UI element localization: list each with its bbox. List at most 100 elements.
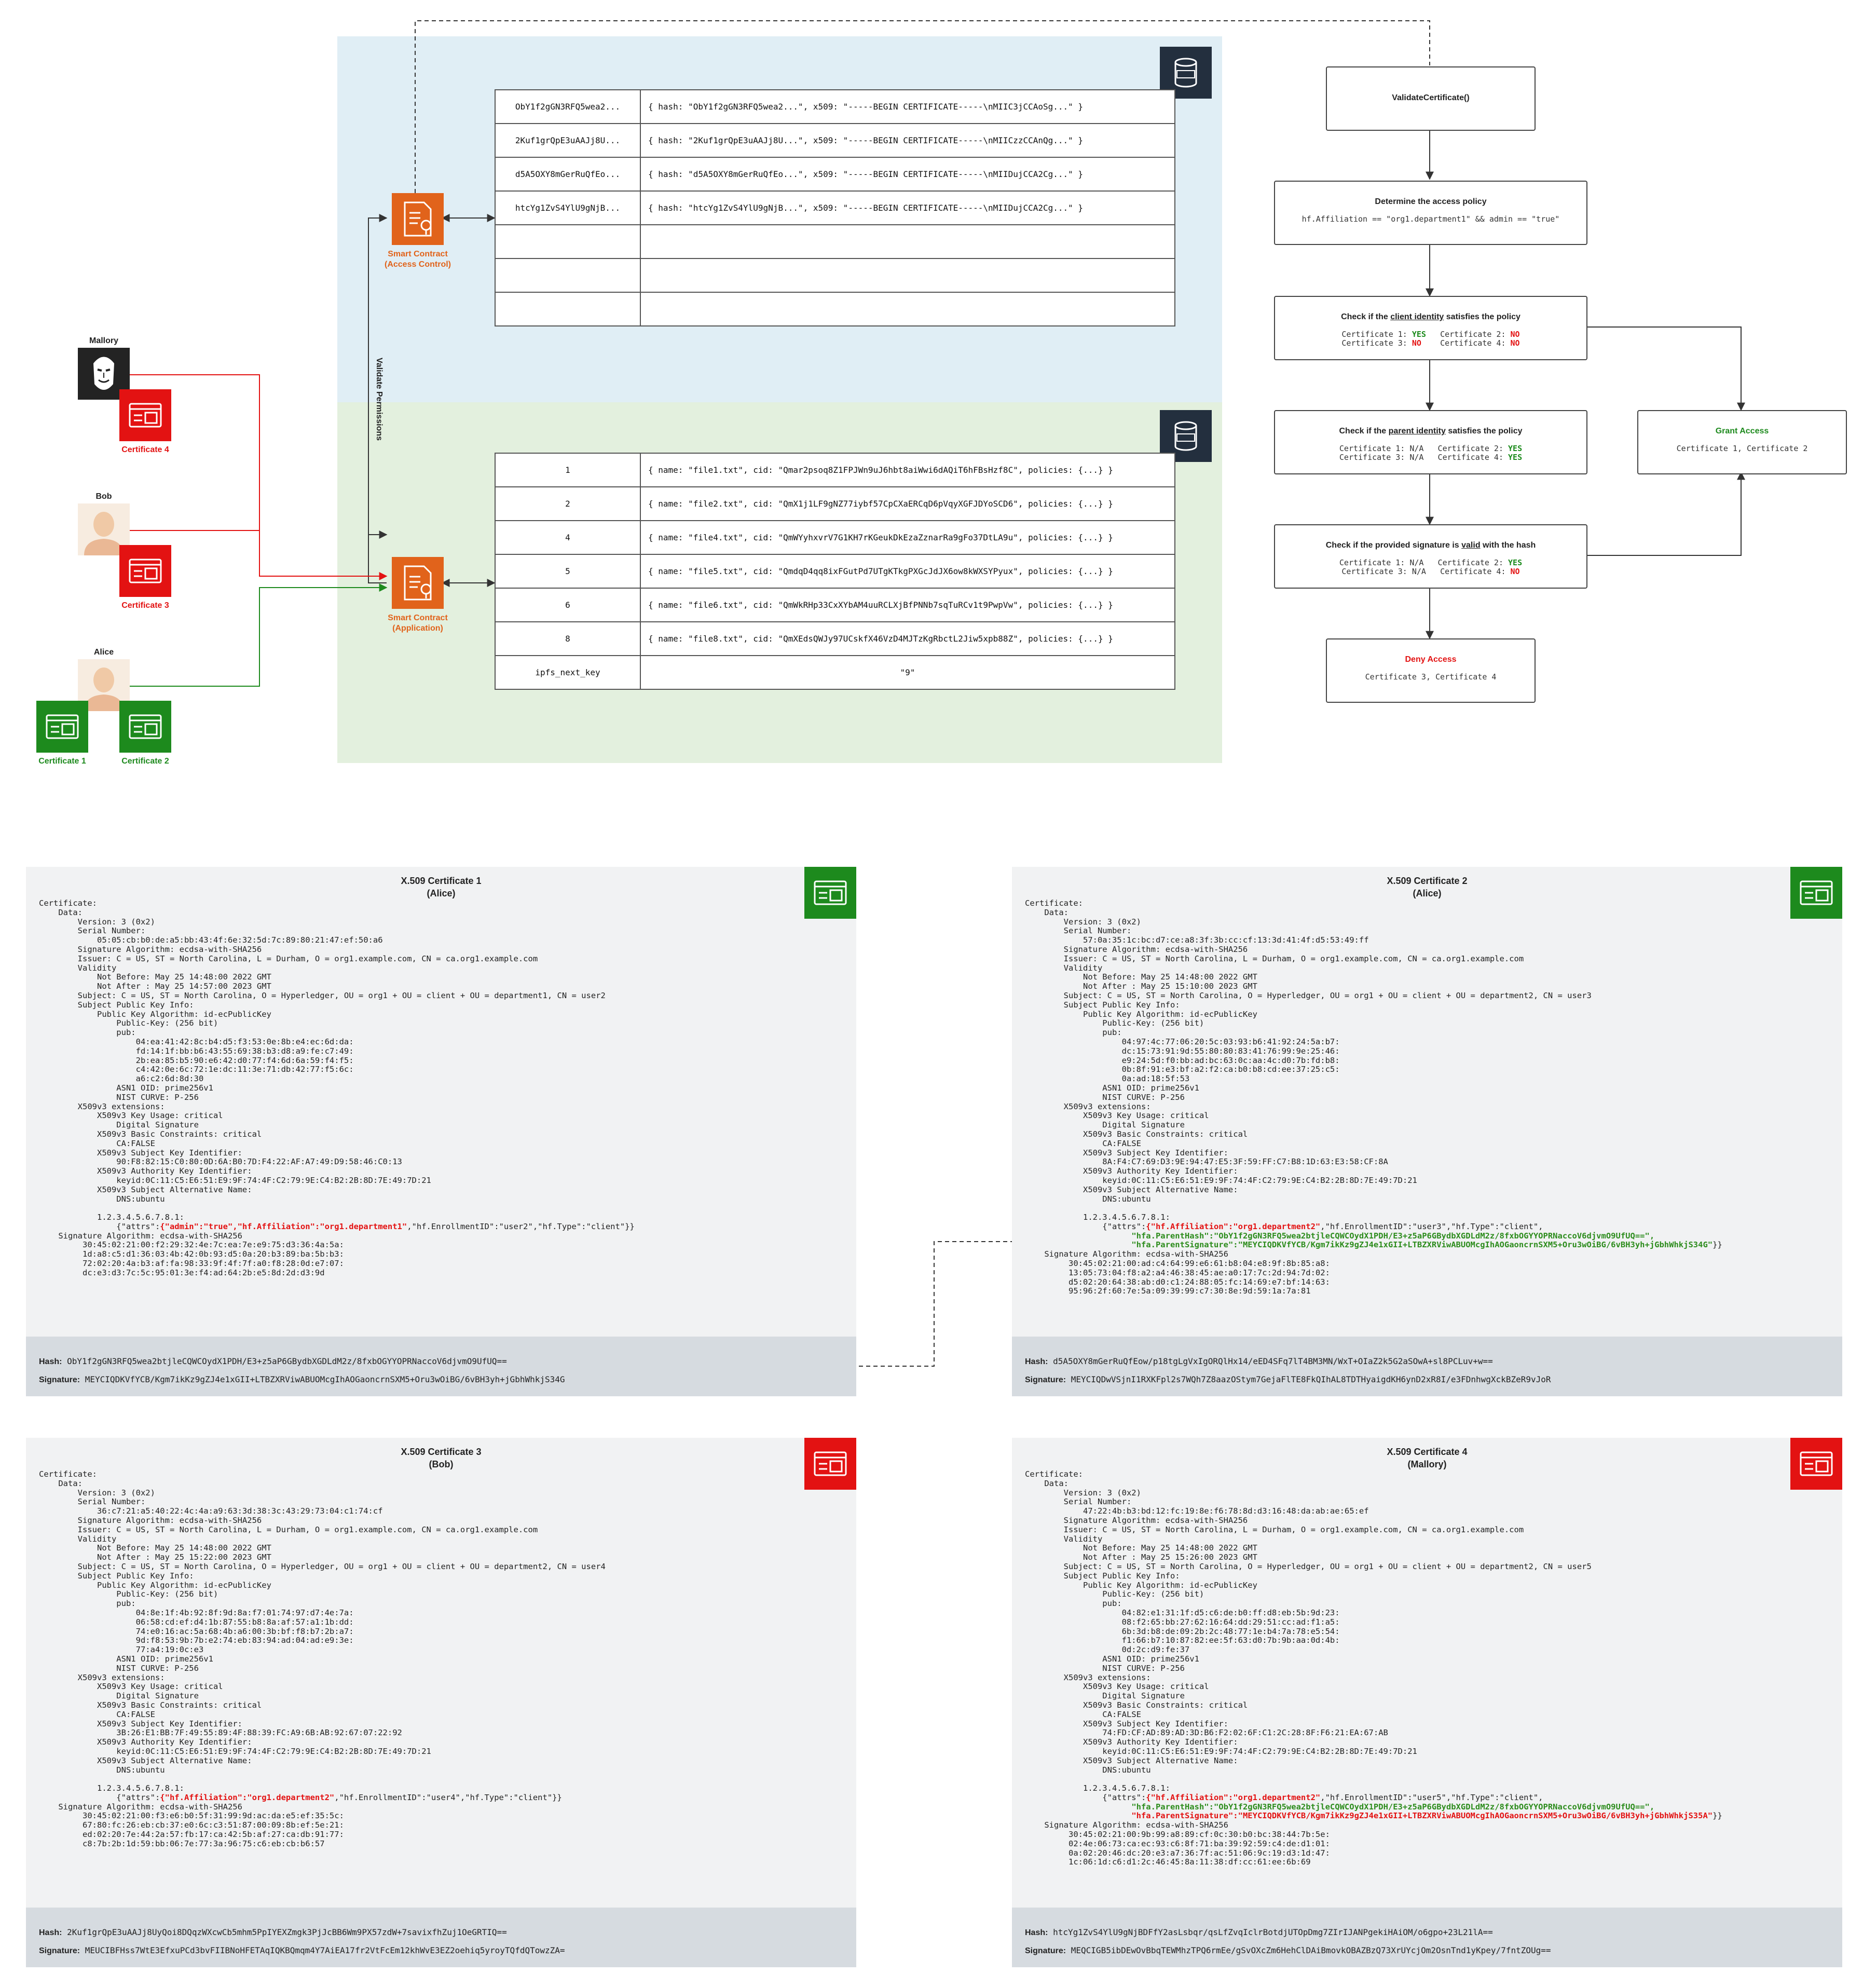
node-title: Deny Access — [1405, 655, 1457, 664]
attrs-prefix: {"attrs": — [1025, 1221, 1146, 1231]
table-row: 2{ name: "file2.txt", cid: "QmX1j1LF9gNZ… — [495, 486, 1175, 521]
signature-block: Signature Algorithm: ecdsa-with-SHA256 3… — [58, 1802, 344, 1848]
row-key — [495, 292, 641, 326]
attrs-highlight: {"hf.Affiliation":"org1.department2" — [1146, 1792, 1321, 1802]
row-key — [495, 258, 641, 293]
hash-row: Hash: d5A5OXY8mGerRuQfEow/p18tgLgVxIgORQ… — [1025, 1356, 1493, 1367]
table-row: 1{ name: "file1.txt", cid: "Qmar2psoq8Z1… — [495, 453, 1175, 487]
validate-permissions-edge — [368, 214, 388, 583]
file-world-state-table: 1{ name: "file1.txt", cid: "Qmar2psoq8Z1… — [495, 453, 1175, 690]
hash-value: ObY1f2gGN3RFQ5wea2btjleCQWCOydX1PDH/E3+z… — [67, 1356, 507, 1366]
certificate-fields: Certificate: Data: Version: 3 (0x2) Seri… — [39, 1469, 606, 1793]
hash-value: d5A5OXY8mGerRuQfEow/p18tgLgVxIgORQlHx14/… — [1053, 1356, 1493, 1366]
row-value — [640, 224, 1175, 259]
owner: (Bob) — [429, 1459, 454, 1469]
row-value: { name: "file1.txt", cid: "Qmar2psoq8Z1F… — [640, 453, 1175, 487]
bob-name: Bob — [95, 492, 112, 501]
table-row: htcYg1ZvS4YlU9gNjB...{ hash: "htcYg1ZvS4… — [495, 190, 1175, 225]
grant-access-node: Grant Access Certificate 1, Certificate … — [1637, 410, 1847, 474]
hash-signature-footer: Hash: htcYg1ZvS4YlU9gNjBDFfY2asLsbqr/qsL… — [1012, 1908, 1842, 1967]
signature-row: Signature: MEYCIQDwVSjnI1RXKFpl2s7WQh7Z8… — [1025, 1374, 1551, 1385]
attrs-prefix: {"attrs": — [1025, 1792, 1146, 1802]
attrs-highlight: {"hf.Affiliation":"org1.department2" — [160, 1792, 335, 1802]
certificate-2-icon — [119, 701, 171, 753]
row-key: 2 — [495, 486, 641, 521]
table-row — [495, 258, 1175, 293]
table-row: 8{ name: "file8.txt", cid: "QmXEdsQWJy97… — [495, 621, 1175, 656]
hash-label: Hash: — [39, 1357, 62, 1366]
validate-permissions-label: Validate Permissions — [375, 357, 383, 441]
attrs-rest: ,"hf.EnrollmentID":"user4","hf.Type":"cl… — [334, 1792, 562, 1802]
attrs-rest: ,"hf.EnrollmentID":"user5","hf.Type":"cl… — [1320, 1792, 1543, 1802]
certificate-3-label: Certificate 3 — [121, 601, 169, 610]
policy-expression: hf.Affiliation == "org1.department1" && … — [1302, 214, 1560, 224]
signature-label: Signature: — [39, 1376, 80, 1384]
mallory-name: Mallory — [89, 336, 118, 345]
certificate-icon — [1790, 867, 1842, 919]
certificate-4-icon — [119, 389, 171, 441]
signature-row: Signature: MEQCIGB5ibDEwOvBbqTEWMhzTPQ6r… — [1025, 1945, 1551, 1956]
table-row — [495, 224, 1175, 259]
certificate-title: X.509 Certificate 1(Alice) — [26, 875, 856, 900]
certificate-2-panel: X.509 Certificate 2(Alice)Certificate: D… — [1012, 867, 1842, 1396]
node-title: Check if the parent identity satisfies t… — [1339, 427, 1523, 435]
certificate-fields: Certificate: Data: Version: 3 (0x2) Seri… — [39, 898, 606, 1222]
certificate-world-state-table: ObY1f2gGN3RFQ5wea2...{ hash: "ObY1f2gGN3… — [495, 89, 1175, 326]
certificate-fields: Certificate: Data: Version: 3 (0x2) Seri… — [1025, 898, 1592, 1222]
row-key: 2Kuf1grQpE3uAAJj8U... — [495, 123, 641, 158]
certificate-4-panel: X.509 Certificate 4(Mallory)Certificate:… — [1012, 1438, 1842, 1967]
certificate-4-label: Certificate 4 — [121, 445, 169, 454]
attrs-rest: ,"hf.EnrollmentID":"user2","hf.Type":"cl… — [407, 1221, 635, 1231]
indent — [1025, 1240, 1131, 1249]
hash-label: Hash: — [1025, 1357, 1048, 1366]
hash-row: Hash: ObY1f2gGN3RFQ5wea2btjleCQWCOydX1PD… — [39, 1356, 507, 1367]
row-value — [640, 292, 1175, 326]
result-grid: Certificate 1: N/A Certificate 2: YES Ce… — [1339, 444, 1523, 462]
signature-label: Signature: — [1025, 1946, 1066, 1955]
attrs-close: }} — [1713, 1811, 1722, 1821]
smart-contract-label: Smart Contract (Application) — [388, 614, 448, 633]
indent — [1025, 1231, 1131, 1241]
determine-policy-node: Determine the access policy hf.Affiliati… — [1274, 181, 1587, 245]
smart-contract-label: Smart Contract (Access Control) — [384, 250, 451, 269]
smart-contract-icon — [392, 557, 444, 609]
row-value: "9" — [640, 655, 1175, 690]
row-value: { name: "file8.txt", cid: "QmXEdsQWJy97U… — [640, 621, 1175, 656]
title: X.509 Certificate 2 — [1387, 876, 1468, 886]
node-title: Grant Access — [1715, 427, 1769, 435]
certificate-icon — [1790, 1438, 1842, 1490]
certificate-3-icon — [119, 545, 171, 597]
row-key: 8 — [495, 621, 641, 656]
signature-label: Signature: — [39, 1946, 80, 1955]
alice-name: Alice — [93, 648, 114, 657]
signature-label: Signature: — [1025, 1376, 1066, 1384]
signature-block: Signature Algorithm: ecdsa-with-SHA256 3… — [1044, 1820, 1330, 1867]
signature-value: MEYCIQDwVSjnI1RXKFpl2s7WQh7Z8aazOStym7Ge… — [1071, 1374, 1551, 1384]
row-key: 1 — [495, 453, 641, 487]
certificate-title: X.509 Certificate 4(Mallory) — [1012, 1446, 1842, 1470]
deny-access-node: Deny Access Certificate 3, Certificate 4 — [1326, 638, 1536, 703]
attrs-rest: ,"hf.EnrollmentID":"user3","hf.Type":"cl… — [1320, 1221, 1543, 1231]
hash-label: Hash: — [1025, 1928, 1048, 1937]
row-key: 5 — [495, 554, 641, 589]
signature-value: MEQCIGB5ibDEwOvBbqTEWMhzTPQ6rmEe/gSvOXcZ… — [1071, 1945, 1551, 1955]
attrs-prefix: {"attrs": — [39, 1792, 160, 1802]
parent-signature-attr: "hfa.ParentSignature":"MEYCIQDKVfYCB/Kgm… — [1131, 1240, 1713, 1250]
signature-block: Signature Algorithm: ecdsa-with-SHA256 3… — [1044, 1249, 1330, 1296]
node-title: Determine the access policy — [1375, 197, 1487, 206]
hash-signature-footer: Hash: ObY1f2gGN3RFQ5wea2btjleCQWCOydX1PD… — [26, 1337, 856, 1396]
node-title: Check if the client identity satisfies t… — [1341, 312, 1520, 321]
indent — [1025, 1811, 1131, 1820]
node-detail: Certificate 3, Certificate 4 — [1365, 672, 1497, 682]
row-key: htcYg1ZvS4YlU9gNjB... — [495, 190, 641, 225]
table-row — [495, 292, 1175, 326]
hash-value: 2Kuf1grQpE3uAAJj8UyQoi8DQqzWXcwCb5mhm5Pp… — [67, 1927, 507, 1937]
owner: (Alice) — [427, 888, 456, 898]
row-value: { name: "file4.txt", cid: "QmWYyhxvrV7G1… — [640, 520, 1175, 555]
certificate-icon — [804, 867, 856, 919]
hash-signature-footer: Hash: 2Kuf1grQpE3uAAJj8UyQoi8DQqzWXcwCb5… — [26, 1908, 856, 1967]
smart-contract-application: Smart Contract (Application) — [363, 557, 472, 634]
indent — [1025, 1802, 1131, 1812]
smart-contract-access-control: Smart Contract (Access Control) — [363, 193, 472, 270]
signature-value: MEUCIBFHss7WtE3EfxuPCd3bvFIIBNoHFETAqIQK… — [85, 1945, 565, 1955]
